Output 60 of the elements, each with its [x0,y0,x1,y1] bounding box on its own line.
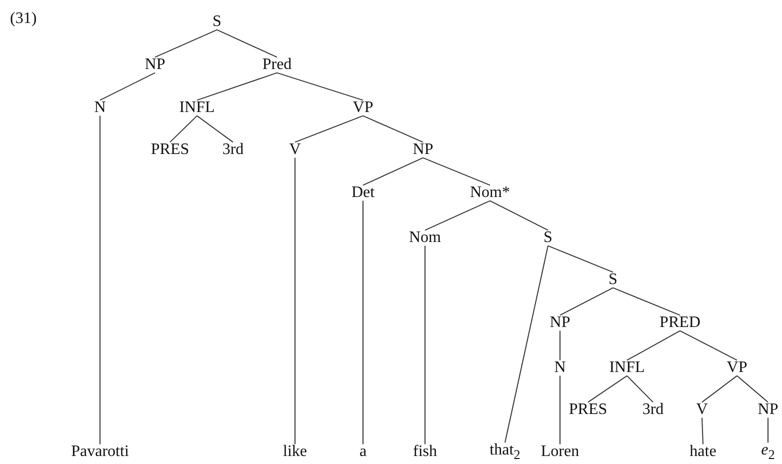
word-label: hate [688,443,718,461]
category-label: N [93,99,107,117]
tree-branch [362,115,424,143]
category-label: V [695,401,709,419]
category-label: INFL [178,99,216,117]
word-label: PRES [568,401,608,419]
tree-branch [702,375,738,403]
tree-branch [626,330,680,361]
category-label: S [542,229,554,247]
tree-branch [196,72,278,101]
tree-branch [548,245,614,273]
word-label: 3rd [221,141,245,159]
tree-branch [680,330,738,361]
tree-branch [196,115,234,143]
category-label: NP [144,56,166,74]
word-label: fish [412,443,438,461]
word-label: 3rd [641,401,665,419]
word-label: e$_{2}$ [760,442,776,462]
tree-branch [424,200,490,231]
category-label: Det [350,184,376,202]
tree-branch [490,200,548,231]
category-label: Pred [261,56,293,74]
category-label: S [212,13,222,31]
category-label: S [608,271,618,289]
word-label: PRES [150,141,190,159]
tree-branch [216,29,278,58]
category-label: VP [352,99,374,117]
tree-branch [424,245,426,445]
tree-branch [560,287,614,316]
category-label: INFL [608,359,646,377]
tree-branch [294,157,296,445]
tree-branch [422,157,490,186]
tree-branch [276,72,364,101]
category-label: PRED [658,314,702,332]
tree-branch [100,72,156,101]
category-label: VP [726,359,748,377]
tree-branch [362,157,424,186]
tree-branch [504,245,548,444]
category-label: V [288,141,302,159]
tree-branch [612,287,680,316]
category-label: Nom* [469,184,511,202]
tree-branch [294,115,364,143]
word-label: like [282,443,308,461]
word-label: that$_{2}$ [488,442,522,462]
tree-branch [626,375,654,403]
tree-branch [702,417,704,445]
tree-branch [170,115,198,143]
category-label: NP [412,141,434,159]
word-label: a [358,443,368,461]
category-label: N [553,359,567,377]
category-label: NP [548,314,572,332]
tree-branch [736,375,768,403]
tree-branch [154,29,218,58]
word-label: Loren [540,443,580,461]
word-label: Pavarotti [70,443,130,461]
category-label: Nom [408,229,442,247]
tree-branch [588,375,628,403]
tree-branch [362,200,364,445]
category-label: NP [756,401,780,419]
example-number: (31) [10,10,37,28]
